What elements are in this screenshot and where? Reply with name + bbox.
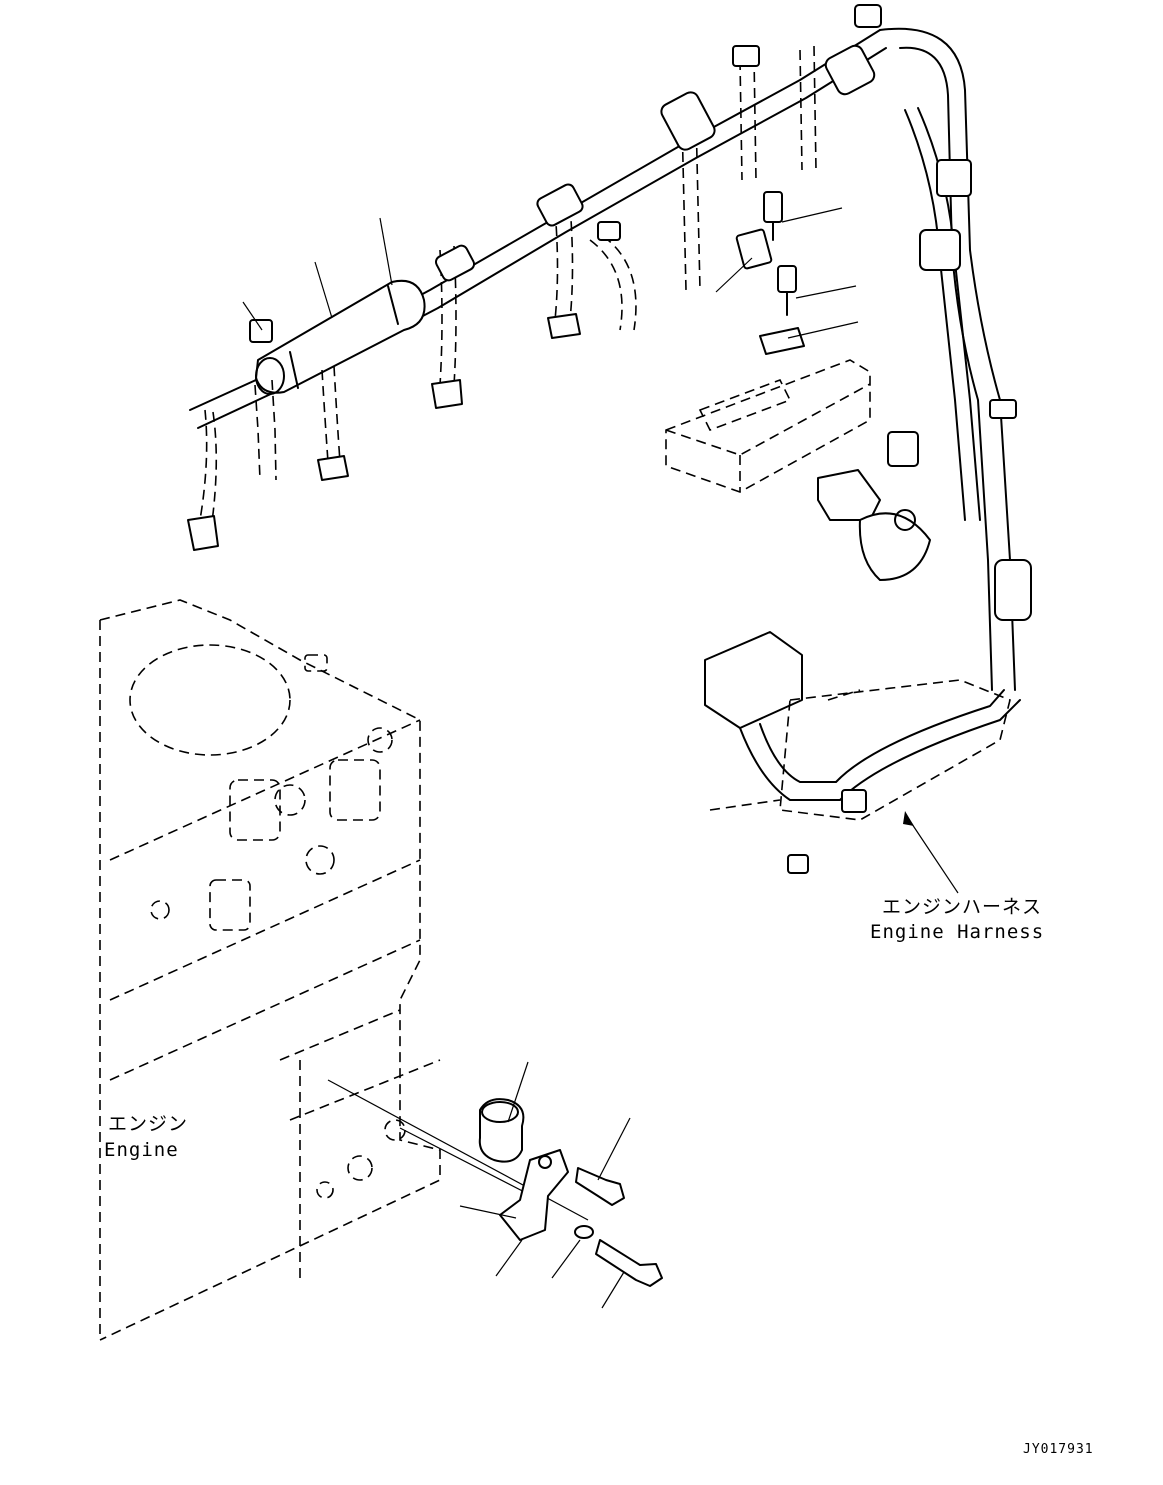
drawing-code: JY017931 [1023,1442,1094,1457]
harness-arrow [903,811,959,894]
engine-label-en: Engine [104,1139,179,1161]
lower-harness [704,631,1021,874]
engine-harness-label-jp: エンジンハーネス [882,896,1043,918]
trunk-clamps [249,4,882,343]
lower-bracket-assembly [327,1079,663,1287]
harness-protector-sleeve [255,279,426,395]
engine-block [99,599,441,1341]
clamp-and-bolts [735,191,805,355]
right-connectors [817,159,1032,621]
engine-label-jp: エンジン [108,1113,189,1135]
engine-harness-label-en: Engine Harness [870,921,1045,943]
mount-block [665,359,871,493]
leader-lines [242,207,859,1309]
